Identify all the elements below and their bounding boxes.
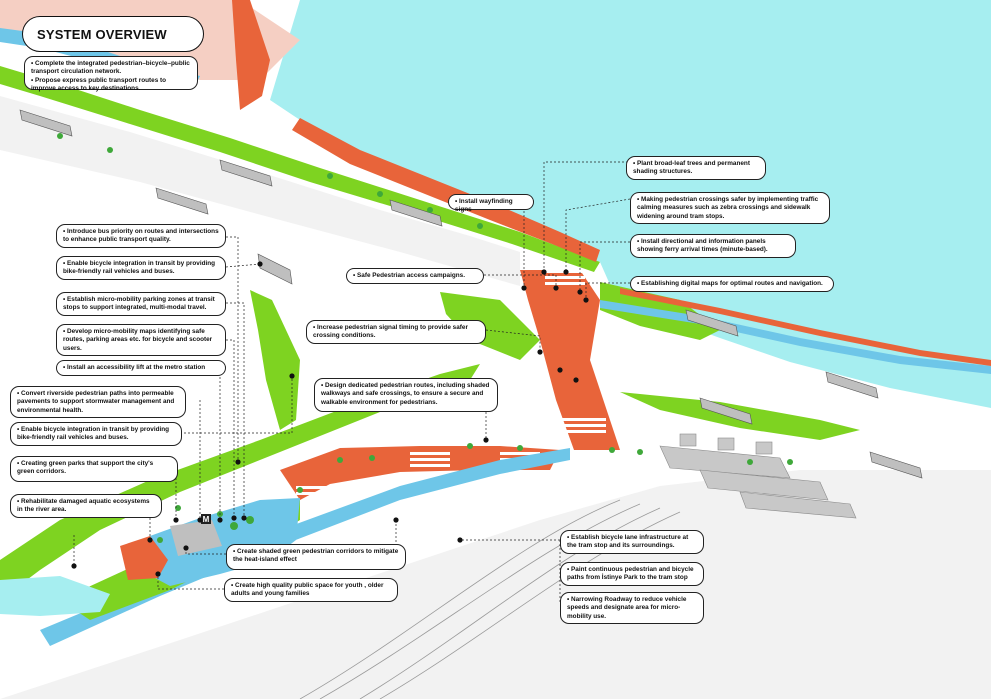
leader-dots (71, 261, 589, 577)
road-top (0, 96, 520, 286)
note-bike-integration-top: • Enable bicycle integration in transit … (56, 256, 226, 280)
note-green-parks: • Creating green parks that support the … (10, 456, 178, 482)
note-continuous-paths: • Paint continuous pedestrian and bicycl… (560, 562, 704, 586)
road-lower (0, 470, 991, 699)
metro-sign (201, 514, 211, 524)
orange-quay-top (232, 0, 270, 110)
bike-lane-lower (40, 448, 570, 646)
buses (19, 109, 923, 479)
note-micromobility-parking: • Establish micro-mobility parking zones… (56, 292, 226, 316)
pedestrian-corridor (280, 446, 560, 500)
tram-stop-structures (659, 433, 857, 519)
green-island-1 (250, 290, 300, 430)
note-pedestrian-campaigns: • Safe Pedestrian access campaigns. (346, 268, 484, 284)
orange-quay (292, 118, 600, 262)
trees (57, 133, 793, 543)
note-pedestrian-routes: • Design dedicated pedestrian routes, in… (314, 378, 498, 412)
note-bicycle-lane-tram: • Establish bicycle lane infrastructure … (560, 530, 704, 554)
note-digital-maps: • Establishing digital maps for optimal … (630, 276, 834, 292)
note-bus-priority: • Introduce bus priority on routes and i… (56, 224, 226, 248)
orange-edge-right (620, 288, 991, 366)
title-pill: SYSTEM OVERVIEW (22, 16, 204, 52)
green-band-top (0, 66, 600, 272)
green-island-2 (440, 292, 540, 360)
note-safer-crossings: • Making pedestrian crossings safer by i… (630, 192, 830, 224)
note-micromobility-maps: • Develop micro-mobility maps identifyin… (56, 324, 226, 356)
page-title: SYSTEM OVERVIEW (37, 26, 167, 42)
note-broadleaf-trees: • Plant broad-leaf trees and permanent s… (626, 156, 766, 180)
metro-sign-label: M (203, 515, 210, 524)
orange-play-area (120, 536, 168, 580)
note-ferry-panels: • Install directional and information pa… (630, 234, 796, 258)
central-plaza (520, 270, 620, 450)
note-transport-network: • Complete the integrated pedestrian–bic… (24, 56, 198, 92)
note-aquatic-ecosystems: • Rehabilitate damaged aquatic ecosystem… (10, 494, 162, 518)
note-public-space: • Create high quality public space for y… (224, 578, 398, 602)
grey-station-building (170, 520, 222, 556)
river-pond (0, 576, 110, 616)
note-signal-timing: • Increase pedestrian signal timing to p… (306, 320, 486, 344)
note-accessibility-lift: • Install an accessibility lift at the m… (56, 360, 226, 376)
note-narrowing-roadway: • Narrowing Roadway to reduce vehicle sp… (560, 592, 704, 624)
note-wayfinding-signs: • Install wayfinding signs (448, 194, 534, 213)
note-permeable-pavements: • Convert riverside pedestrian paths int… (10, 386, 186, 418)
note-bike-integration-bottom: • Enable bicycle integration in transit … (10, 422, 182, 446)
note-shaded-corridors: • Create shaded green pedestrian corrido… (226, 544, 406, 570)
